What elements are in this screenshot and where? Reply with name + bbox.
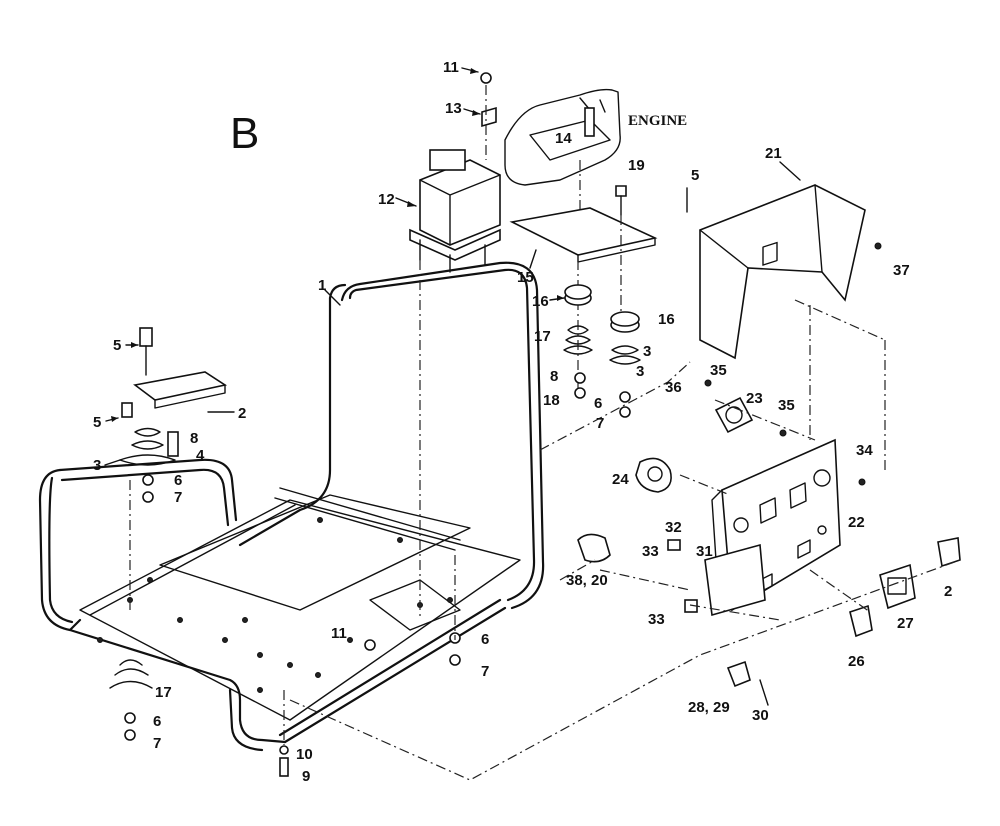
callout-27: 27 [897,615,914,632]
callout-7: 7 [153,735,161,752]
callout-15: 15 [517,269,534,286]
callout-26: 26 [848,653,865,670]
callout-6: 6 [153,713,161,730]
callout-16: 16 [658,311,675,328]
callout-11: 11 [331,625,347,642]
callout-5: 5 [691,167,699,184]
callout-33: 33 [642,543,659,560]
frame-hardware [279,555,461,777]
callout-7: 7 [596,415,604,432]
callout-8: 8 [190,430,198,447]
callout-22: 22 [848,514,865,531]
callout-8: 8 [550,368,558,385]
callout-1: 1 [318,277,326,294]
callout-10: 10 [296,746,313,763]
callout-16: 16 [532,293,549,310]
callout-35: 35 [778,397,795,414]
section-letter: B [230,109,259,158]
callout-5: 5 [93,414,101,431]
callout-17: 17 [155,684,172,701]
callout-23: 23 [746,390,763,407]
callout-30: 30 [752,707,769,724]
callouts: 1 2 3 3 3 4 5 5 5 6 6 6 6 7 7 7 7 8 8 9 … [93,59,952,785]
callout-34: 34 [856,442,873,459]
engine-label: ENGINE [628,113,687,129]
mount-bracket [509,185,658,395]
control-panel [704,241,841,617]
callout-7: 7 [174,489,182,506]
callout-6: 6 [174,472,182,489]
callout-19: 19 [628,157,645,174]
callout-31: 31 [696,543,713,560]
callout-21: 21 [765,145,782,162]
callout-13: 13 [445,100,462,117]
callout-14: 14 [555,130,572,147]
callout-5: 5 [113,337,121,354]
callout-28-29: 28, 29 [688,699,730,716]
callout-6: 6 [481,631,489,648]
callout-36: 36 [665,379,682,396]
leader-arrowheads [111,68,564,422]
callout-6: 6 [594,395,602,412]
callout-11: 11 [443,59,459,76]
callout-37: 37 [893,262,910,279]
callout-18: 18 [543,392,560,409]
callout-3: 3 [93,457,101,474]
tubular-frame [38,261,545,752]
control-box-cover [699,184,886,470]
isolator-mounts-left [109,327,228,741]
callout-32: 32 [665,519,682,536]
callout-38-20: 38, 20 [566,572,608,589]
engine-outline [504,88,621,245]
routing-lines [289,361,961,781]
callout-25: 2 [944,583,952,600]
callout-2: 2 [238,405,246,422]
callout-3: 3 [643,343,651,360]
isolator-mounts-right [563,284,641,418]
callout-17: 17 [534,328,551,345]
callout-3: 3 [636,363,644,380]
battery [409,149,501,620]
callout-12: 12 [378,191,395,208]
callout-7: 7 [481,663,489,680]
callout-33: 33 [648,611,665,628]
battery-clamp [480,72,497,160]
callout-4: 4 [196,447,205,464]
callout-35: 35 [710,362,727,379]
callout-24: 24 [612,471,629,488]
receptacles [577,242,961,706]
callout-9: 9 [302,768,310,785]
